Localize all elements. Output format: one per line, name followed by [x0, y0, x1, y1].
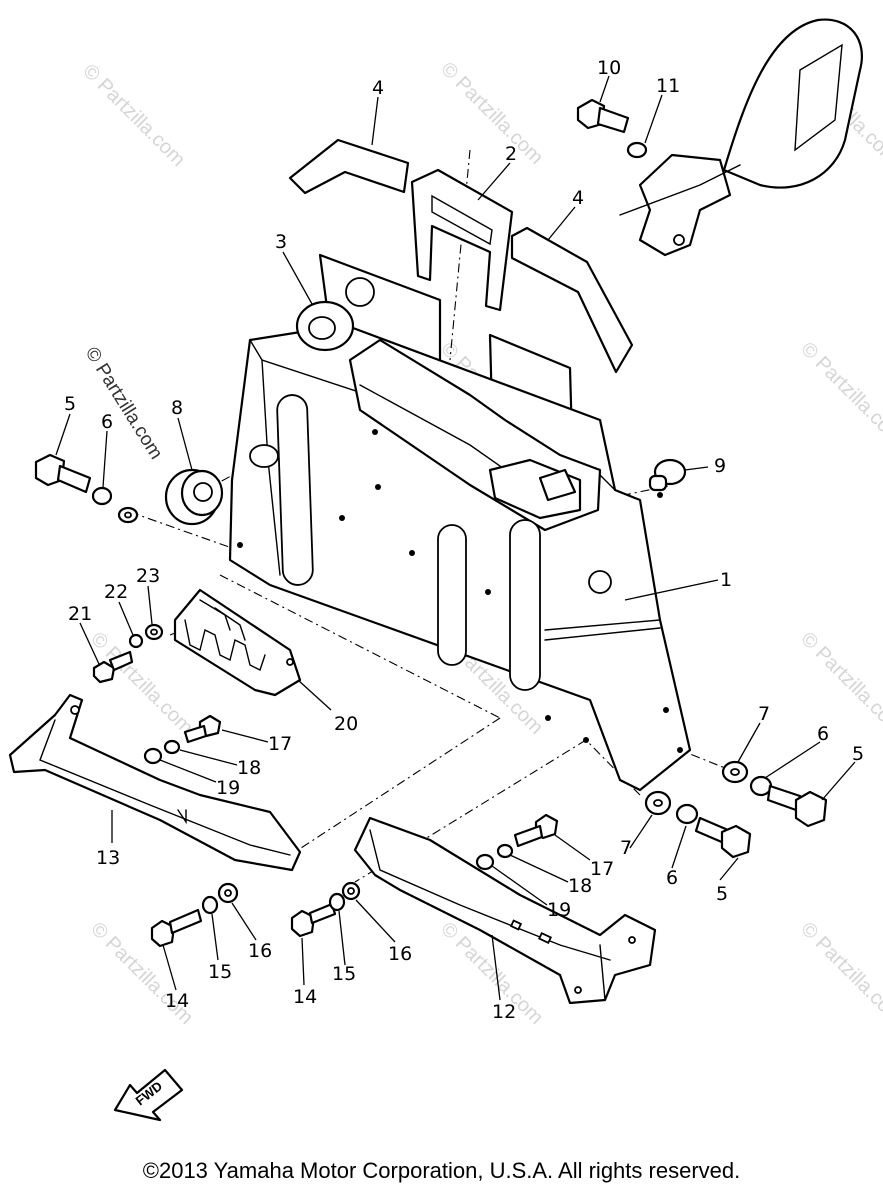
callout-20: 20 [334, 713, 358, 735]
washer-16-right [341, 881, 361, 901]
washer-19-right [475, 853, 495, 871]
callout-3: 3 [275, 231, 287, 253]
callout-16: 16 [388, 943, 412, 965]
handle-assembly [619, 18, 863, 257]
callout-17: 17 [590, 858, 614, 880]
callout-15: 15 [208, 961, 232, 983]
callout-17: 17 [268, 733, 292, 755]
l-bracket-right [510, 226, 634, 374]
leader-lines [55, 75, 856, 1001]
watermark: © Partzilla.com [796, 628, 883, 739]
stay-right [353, 816, 657, 1005]
callout-14: 14 [165, 990, 189, 1012]
callout-9: 9 [714, 455, 726, 477]
washer-16-left [217, 882, 239, 904]
screw-21 [92, 650, 134, 684]
callout-7: 7 [758, 703, 770, 725]
callout-16: 16 [248, 940, 272, 962]
washer-15-left [201, 895, 219, 915]
callout-18: 18 [568, 875, 592, 897]
callout-22: 22 [104, 581, 128, 603]
washer-22 [128, 633, 144, 649]
callout-6: 6 [101, 411, 113, 433]
washer-11 [626, 141, 648, 159]
bolt-17-right [513, 813, 559, 848]
bracket-body [228, 253, 692, 792]
bolt-5-left [34, 453, 92, 494]
callout-8: 8 [171, 397, 183, 419]
bolt-5-right-lower [694, 816, 752, 859]
callout-5: 5 [716, 883, 728, 905]
watermark: © Partzilla.com [796, 918, 883, 1029]
callout-21: 21 [68, 603, 92, 625]
washer-6-right-lower [675, 803, 699, 825]
l-bracket-left [288, 138, 410, 195]
washer-23 [144, 623, 164, 641]
callout-labels: 1 2 3 4 4 5 5 5 6 6 6 7 7 8 9 10 11 12 1… [64, 57, 864, 1023]
bolt-14-left [150, 908, 203, 948]
copyright-notice: ©2013 Yamaha Motor Corporation, U.S.A. A… [142, 1158, 741, 1183]
washer-7-left [117, 506, 139, 524]
washer-7-right-upper [721, 760, 749, 784]
bolt-5-right-upper [766, 784, 828, 828]
callout-19: 19 [216, 777, 240, 799]
washer-6-left [91, 486, 113, 506]
washer-7-right-lower [644, 790, 672, 816]
grommet [295, 300, 355, 352]
washer-15-right [328, 892, 346, 912]
washer-18-left [163, 739, 181, 755]
watermark: © Partzilla.com [436, 58, 547, 169]
bolt-14-right [290, 902, 337, 938]
stay-left [8, 693, 302, 872]
washer-19-left [143, 747, 163, 765]
callout-18: 18 [237, 757, 261, 779]
callout-6: 6 [817, 723, 829, 745]
watermark: © Partzilla.com [796, 338, 883, 449]
callout-7: 7 [620, 837, 632, 859]
callout-11: 11 [656, 75, 680, 97]
watermark: © Partzilla.com [86, 918, 197, 1029]
forward-arrow-icon: FWD [113, 1068, 184, 1122]
callout-23: 23 [136, 565, 160, 587]
bolt-17-left [183, 714, 222, 744]
callout-19: 19 [547, 899, 571, 921]
watermark: © Partzilla.com [78, 60, 189, 171]
bolt-10 [576, 98, 630, 134]
callout-14: 14 [293, 986, 317, 1008]
frame-plate [410, 168, 514, 312]
callout-15: 15 [332, 963, 356, 985]
terminal-block [173, 588, 302, 697]
callout-13: 13 [96, 847, 120, 869]
callout-10: 10 [597, 57, 621, 79]
bushing [164, 468, 224, 526]
callout-2: 2 [505, 143, 517, 165]
callout-6: 6 [666, 867, 678, 889]
washer-18-right [496, 843, 514, 859]
callout-4: 4 [372, 77, 384, 99]
callout-12: 12 [492, 1001, 516, 1023]
watermark-dark: © Partzilla.com [81, 344, 167, 464]
plug [648, 458, 687, 492]
callout-1: 1 [720, 569, 732, 591]
callout-4: 4 [572, 187, 584, 209]
callout-5: 5 [64, 393, 76, 415]
callout-5: 5 [852, 743, 864, 765]
